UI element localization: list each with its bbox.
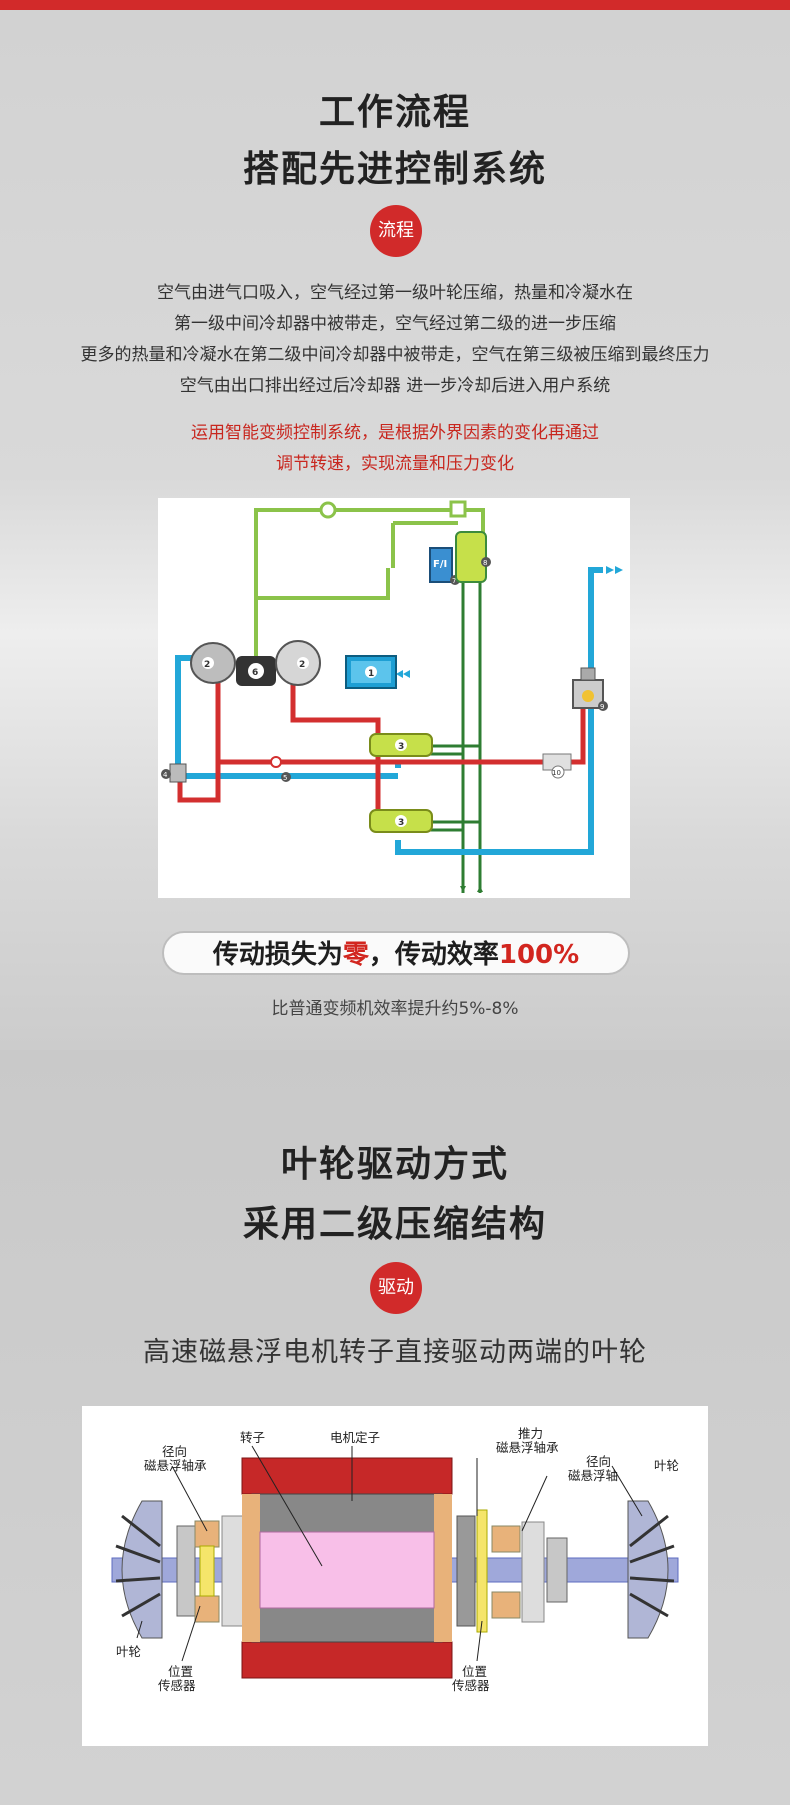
maglev-motor-diagram: 径向 磁悬浮轴承 转子 电机定子 推力 磁悬浮轴承 径向 磁悬浮轴 叶轮 叶轮 … [82,1406,708,1746]
svg-text:6: 6 [252,668,258,678]
efficiency-pill: 传动损失为零，传动效率100% [162,931,630,975]
svg-text:3: 3 [398,818,404,828]
intercooler-2: 3 [369,809,433,833]
rotor [259,1531,435,1609]
maglev-motor-svg: 径向 磁悬浮轴承 转子 电机定子 推力 磁悬浮轴承 径向 磁悬浮轴 叶轮 叶轮 … [111,1426,679,1693]
description-line: 空气由出口排出经过后冷却器 进一步冷却后进入用户系统 [179,376,611,396]
intercooler-1: 3 [369,733,433,757]
drain-trap: 4 [161,763,187,783]
svg-text:1: 1 [368,669,374,679]
svg-text:10: 10 [552,769,561,777]
label-stator: 电机定子 [330,1430,380,1445]
svg-text:4: 4 [163,771,168,779]
top-accent-bar [0,0,790,10]
svg-text:7: 7 [452,577,456,585]
label-impeller-right: 叶轮 [654,1458,679,1473]
process-flow-diagram: 1 2 6 2 3 3 F/I [158,498,630,898]
valve-icon [319,501,337,519]
svg-text:3: 3 [398,742,404,752]
svg-text:9: 9 [600,703,604,711]
svg-text:F/I: F/I [433,559,447,570]
air-filter: 1 [345,655,397,689]
left-impeller [115,1500,163,1639]
label-thrust: 推力 [518,1426,543,1441]
workflow-subtitle: 搭配先进控制系统 [242,149,547,190]
drive-description: 高速磁悬浮电机转子直接驱动两端的叶轮 [143,1337,647,1368]
description-line: 第一级中间冷却器中被带走，空气经过第二级的进一步压缩 [174,314,616,334]
label-radial-left: 径向 [162,1444,187,1459]
svg-text:8: 8 [483,559,487,567]
label-radial-right: 径向 [586,1454,611,1469]
first-stage-compressor: 2 [190,642,236,684]
description-line: 更多的热量和冷凝水在第二级中间冷却器中被带走，空气在第三级被压缩到最终压力 [80,345,710,365]
label-impeller-left: 叶轮 [116,1644,141,1659]
pill-highlight: 零 [342,940,369,970]
aftercooler: 8 [455,531,491,583]
description-line: 空气由进气口吸入，空气经过第一级叶轮压缩，热量和冷凝水在 [157,283,633,303]
label-thrust: 磁悬浮轴承 [496,1440,559,1455]
workflow-title: 工作流程 [318,92,471,133]
flow-badge: 流程 [370,205,422,257]
second-stage-compressor: 2 [275,640,321,686]
drive-badge: 驱动 [370,1262,422,1314]
condensate-valve: 5 [270,756,291,782]
label-radial-right: 磁悬浮轴 [568,1468,618,1483]
highlight-line: 调节转速，实现流量和压力变化 [276,454,514,474]
label-rotor: 转子 [240,1430,265,1445]
efficiency-note: 比普通变频机效率提升约5%-8% [271,999,519,1019]
left-bearings [176,1515,245,1627]
highlight-line: 运用智能变频控制系统，是根据外界因素的变化再通过 [191,423,599,443]
pill-text: 传动损失为 [212,940,343,970]
label-radial-left: 磁悬浮轴承 [144,1458,207,1473]
right-bearings [456,1509,568,1633]
svg-text:5: 5 [283,774,287,782]
check-valve: 10 [542,753,572,779]
label-position-right: 位置 [462,1664,487,1679]
label-position-right: 传感器 [452,1678,490,1693]
pill-text: ，传动效率 [368,940,499,970]
svg-text:2: 2 [204,660,210,670]
blow-off-valve: 9 [572,667,608,711]
process-flow-svg: 1 2 6 2 3 3 F/I [161,500,623,893]
right-impeller [627,1500,675,1639]
svg-text:2: 2 [299,660,305,670]
drive-subtitle: 采用二级压缩结构 [242,1204,547,1245]
pill-highlight: 100% [498,940,580,970]
label-position-left: 传感器 [158,1678,196,1693]
label-position-left: 位置 [168,1664,193,1679]
drive-title: 叶轮驱动方式 [280,1144,509,1185]
motor: 6 [236,656,276,686]
